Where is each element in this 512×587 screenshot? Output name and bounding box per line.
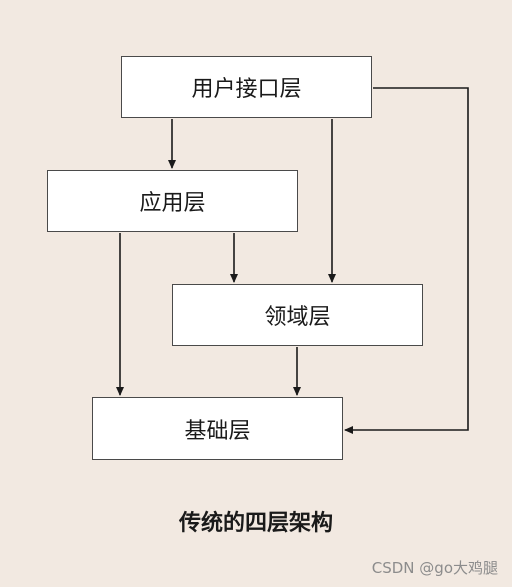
watermark: CSDN @go大鸡腿 xyxy=(371,559,498,577)
layer-box-user-interface: 用户接口层 xyxy=(121,56,372,118)
layer-label-application: 应用层 xyxy=(139,191,206,216)
layer-label-infrastructure: 基础层 xyxy=(184,418,251,444)
arrow-ui-to-infrastructure xyxy=(344,87,469,434)
layer-label-user-interface: 用户接口层 xyxy=(191,77,302,102)
layer-box-infrastructure: 基础层 xyxy=(92,397,343,460)
diagram-caption: 传统的四层架构 xyxy=(178,511,333,536)
layer-box-domain: 领域层 xyxy=(172,284,423,346)
layer-label-domain: 领域层 xyxy=(264,305,331,330)
layer-box-application: 应用层 xyxy=(47,170,298,232)
